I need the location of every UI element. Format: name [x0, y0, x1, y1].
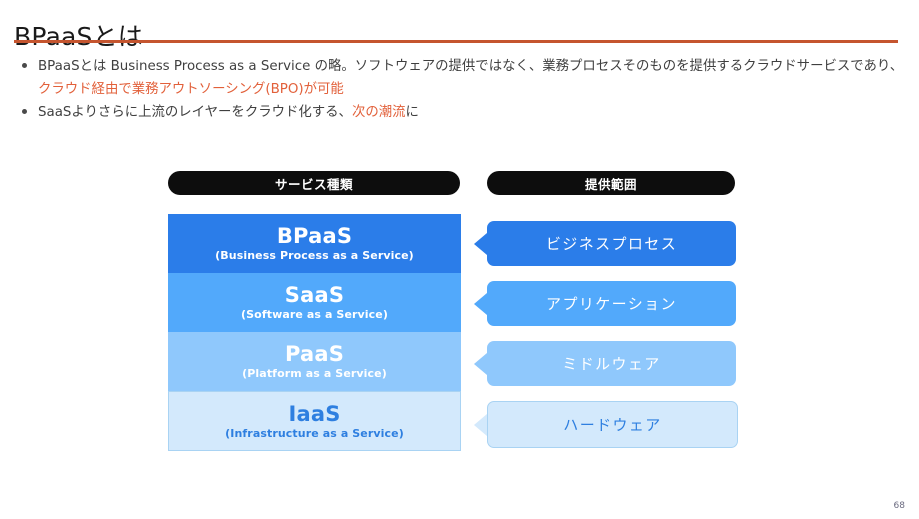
layer-saas: SaaS (Software as a Service) [168, 273, 461, 332]
scope-hardware-label: ハードウェア [563, 416, 662, 434]
bullet-text-accent: クラウド経由で業務アウトソーシング(BPO)が可能 [38, 82, 344, 97]
scope-middleware: ミドルウェア [474, 341, 736, 386]
scope-middleware-label: ミドルウェア [562, 355, 661, 373]
layer-iaas-full: (Infrastructure as a Service) [225, 426, 404, 440]
layer-bpaas: BPaaS (Business Process as a Service) [168, 214, 461, 273]
page-title: BPaaSとは [14, 21, 144, 51]
bullet-text-accent: 次の潮流 [351, 105, 406, 120]
diagram-header-scope: 提供範囲 [487, 171, 735, 195]
layer-paas: PaaS (Platform as a Service) [168, 332, 461, 391]
bullet-text-plain: BPaaSとは Business Process as a Service の略… [38, 59, 904, 74]
layer-bpaas-name: BPaaS [276, 224, 353, 248]
layer-iaas-name: IaaS [288, 401, 341, 426]
bullet-dot-icon [22, 63, 27, 68]
layer-saas-full: (Software as a Service) [241, 308, 388, 321]
layer-bpaas-full: (Business Process as a Service) [215, 249, 414, 262]
scope-hardware: ハードウェア [474, 401, 738, 448]
arrow-left-icon [474, 292, 487, 315]
arrow-left-icon [474, 352, 487, 375]
layer-iaas: IaaS (Infrastructure as a Service) [168, 391, 461, 451]
layer-paas-name: PaaS [284, 342, 345, 366]
scope-business-process: ビジネスプロセス [474, 221, 736, 266]
scope-application-label: アプリケーション [546, 295, 677, 313]
list-item: BPaaSとは Business Process as a Service の略… [16, 55, 906, 101]
bullet-text-plain: SaaSよりさらに上流のレイヤーをクラウド化する、 [38, 105, 352, 120]
layer-saas-name: SaaS [284, 283, 345, 307]
scope-business-process-label: ビジネスプロセス [545, 235, 678, 253]
page-number: 68 [893, 501, 905, 511]
service-layer-stack: BPaaS (Business Process as a Service) Sa… [168, 214, 461, 451]
arrow-left-icon [474, 413, 487, 436]
diagram-header-service-types: サービス種類 [168, 171, 460, 195]
bullet-text-plain: に [405, 105, 419, 120]
title-divider [14, 40, 898, 43]
layer-paas-full: (Platform as a Service) [242, 367, 387, 380]
arrow-left-icon [474, 232, 487, 255]
scope-application: アプリケーション [474, 281, 736, 326]
bullet-dot-icon [22, 109, 27, 114]
bullet-list: BPaaSとは Business Process as a Service の略… [16, 55, 906, 124]
list-item: SaaSよりさらに上流のレイヤーをクラウド化する、次の潮流に [16, 101, 906, 124]
